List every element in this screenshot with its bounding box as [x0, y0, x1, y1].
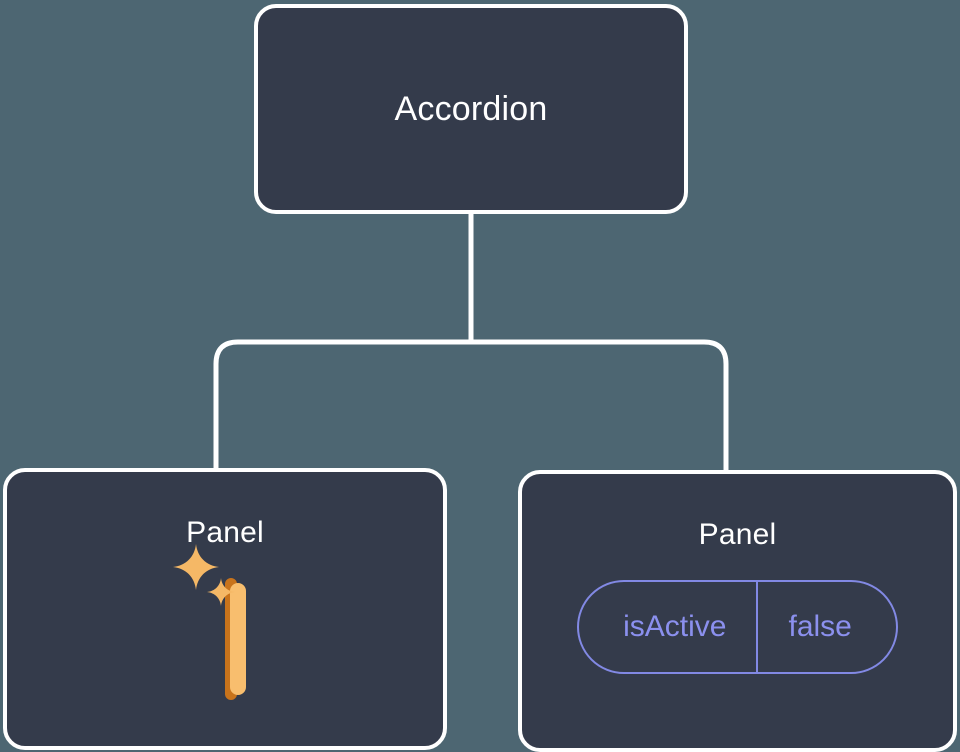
component-tree-diagram: Accordion Panel isActive true: [3, 4, 957, 752]
node-accordion-title: Accordion: [394, 90, 548, 128]
connector-to-left-panel: [213, 339, 471, 470]
prop-key-label: isActive: [623, 610, 727, 643]
prop-pill-isactive-false[interactable]: isActive false: [577, 580, 898, 674]
node-panel-active-title: Panel: [186, 516, 264, 549]
prop-value-label: false: [756, 582, 895, 672]
node-accordion[interactable]: Accordion: [254, 4, 688, 214]
node-panel-inactive-title: Panel: [698, 518, 777, 551]
connector-to-right-panel: [471, 339, 729, 470]
highlight-ring-inner: [230, 583, 246, 695]
prop-pill-inactive-wrapper: isActive false: [577, 580, 898, 674]
sparkle-icon: [173, 544, 219, 590]
node-panel-active[interactable]: Panel isActive true: [3, 468, 447, 750]
node-panel-inactive[interactable]: Panel isActive false: [518, 470, 957, 752]
